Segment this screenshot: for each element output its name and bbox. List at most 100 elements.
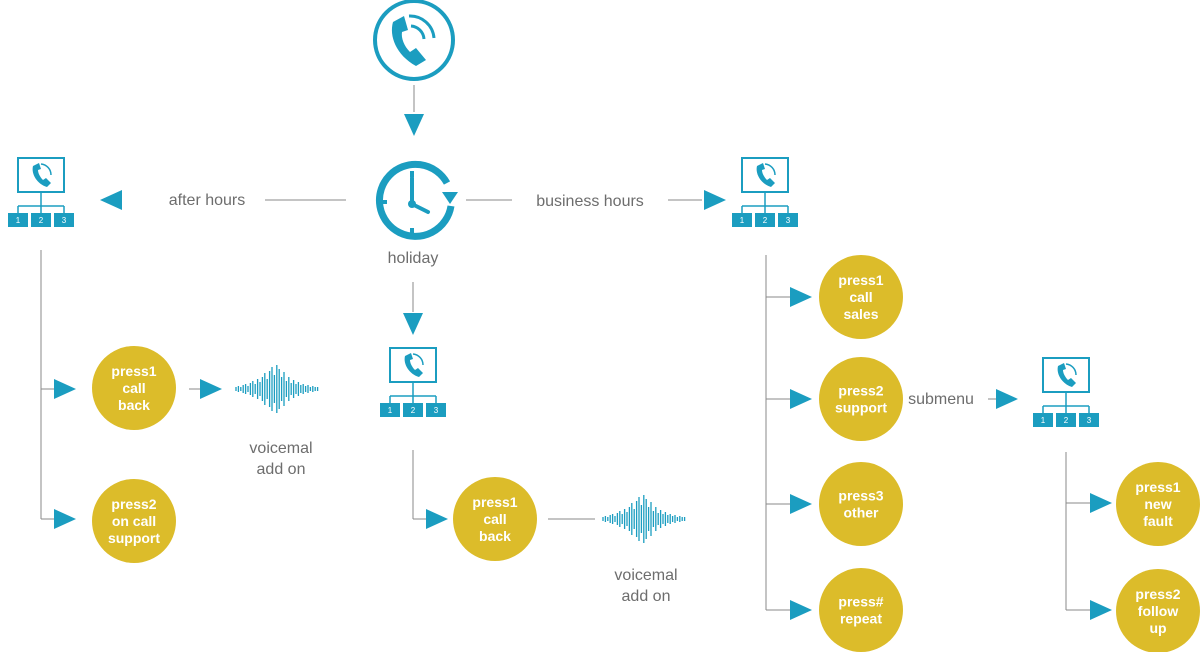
ivr-key-label: 3 <box>62 216 67 225</box>
option-text-line: press2 <box>111 496 156 512</box>
phone-call-icon <box>373 0 455 81</box>
ivr-key <box>54 213 74 227</box>
holiday-addon-line-1: voicemal <box>614 567 677 584</box>
option-text-line: press1 <box>838 272 883 288</box>
voicemail-waves <box>235 365 686 543</box>
sound-wave-icon <box>235 365 319 413</box>
ivr-icons: 1 2 3 1 2 3 1 2 3 1 2 3 <box>8 157 1099 427</box>
after-hours-addon-line-2: add on <box>257 461 306 478</box>
option-text-line: press2 <box>838 383 883 399</box>
option-circle <box>453 477 537 561</box>
ivr-menu-icon-after-hours: 1 2 3 <box>8 157 74 227</box>
ivr-key <box>755 213 775 227</box>
arrow-holiday-1 <box>426 509 448 529</box>
option-text-line: back <box>479 528 511 544</box>
option-text-line: on call <box>112 513 156 529</box>
option-text-line: follow <box>1138 603 1179 619</box>
option-text-line: press1 <box>472 494 517 510</box>
option-text-line: support <box>835 400 887 416</box>
clock-refresh-icon <box>375 160 458 240</box>
ivr-key <box>31 213 51 227</box>
option-text-line: press1 <box>1135 479 1180 495</box>
ivr-key-label: 1 <box>16 216 21 225</box>
option-text-line: repeat <box>840 611 882 627</box>
option-circle <box>819 462 903 546</box>
ivr-key-label: 3 <box>786 216 791 225</box>
arrow-submenu-2 <box>1090 600 1112 620</box>
ivr-key-label: 2 <box>1064 416 1069 425</box>
ivr-key-label: 3 <box>1087 416 1092 425</box>
submenu-label: submenu <box>908 391 974 408</box>
arrow-after-hours <box>100 190 122 210</box>
ivr-key <box>778 213 798 227</box>
option-text-line: sales <box>843 306 878 322</box>
option-text-line: press1 <box>111 363 156 379</box>
connector-lines <box>40 85 1090 611</box>
ivr-key <box>1056 413 1076 427</box>
option-text-line: back <box>118 397 150 413</box>
ivr-key <box>380 403 400 417</box>
ivr-key <box>8 213 28 227</box>
arrow-business-4 <box>790 600 812 620</box>
option-circle <box>819 357 903 441</box>
ivr-key-label: 2 <box>39 216 44 225</box>
arrow-heads <box>54 114 1112 620</box>
ivr-key-label: 1 <box>1041 416 1046 425</box>
arrow-after-hours-voicemail <box>200 379 222 399</box>
ivr-key <box>403 403 423 417</box>
arrow-business-1 <box>790 287 812 307</box>
option-circle <box>1116 462 1200 546</box>
option-circle <box>819 568 903 652</box>
option-text-line: other <box>844 505 880 521</box>
arrow-business-2 <box>790 389 812 409</box>
option-text-line: fault <box>1143 513 1173 529</box>
holiday-addon-line-2: add on <box>622 588 671 605</box>
arrow-call-to-clock <box>404 114 424 136</box>
after-hours-addon-line-1: voicemal <box>249 440 312 457</box>
ivr-key-label: 3 <box>434 406 439 415</box>
after-hours-label: after hours <box>169 192 245 209</box>
option-text-line: support <box>108 530 160 546</box>
arrow-submenu <box>996 389 1018 409</box>
ivr-menu-icon-submenu: 1 2 3 <box>1033 357 1099 427</box>
option-circle <box>819 255 903 339</box>
option-text-line: up <box>1149 620 1166 636</box>
holiday-label: holiday <box>388 250 439 267</box>
arrow-business-hours <box>704 190 726 210</box>
option-circle <box>92 346 176 430</box>
ivr-menu-icon-holiday: 1 2 3 <box>380 347 446 417</box>
ivr-key-label: 2 <box>763 216 768 225</box>
option-text-line: call <box>849 289 872 305</box>
sound-wave-icon <box>602 495 686 543</box>
arrow-after-hours-2 <box>54 509 76 529</box>
ivr-key <box>732 213 752 227</box>
business-option-4: press#repeat <box>819 568 903 652</box>
ivr-menu-icon-business: 1 2 3 <box>732 157 798 227</box>
option-text-line: press2 <box>1135 586 1180 602</box>
option-circle <box>92 479 176 563</box>
ivr-key-label: 1 <box>388 406 393 415</box>
ivr-key-label: 1 <box>740 216 745 225</box>
option-text-line: press3 <box>838 488 883 504</box>
ivr-key <box>1033 413 1053 427</box>
option-text-line: call <box>122 380 145 396</box>
option-circle <box>1116 569 1200 652</box>
option-text-line: new <box>1144 496 1171 512</box>
arrow-business-3 <box>790 494 812 514</box>
option-text-line: call <box>483 511 506 527</box>
arrow-holiday <box>403 313 423 335</box>
ivr-key <box>426 403 446 417</box>
ivr-key <box>1079 413 1099 427</box>
arrow-submenu-1 <box>1090 493 1112 513</box>
ivr-key-label: 2 <box>411 406 416 415</box>
business-hours-label: business hours <box>536 193 644 210</box>
